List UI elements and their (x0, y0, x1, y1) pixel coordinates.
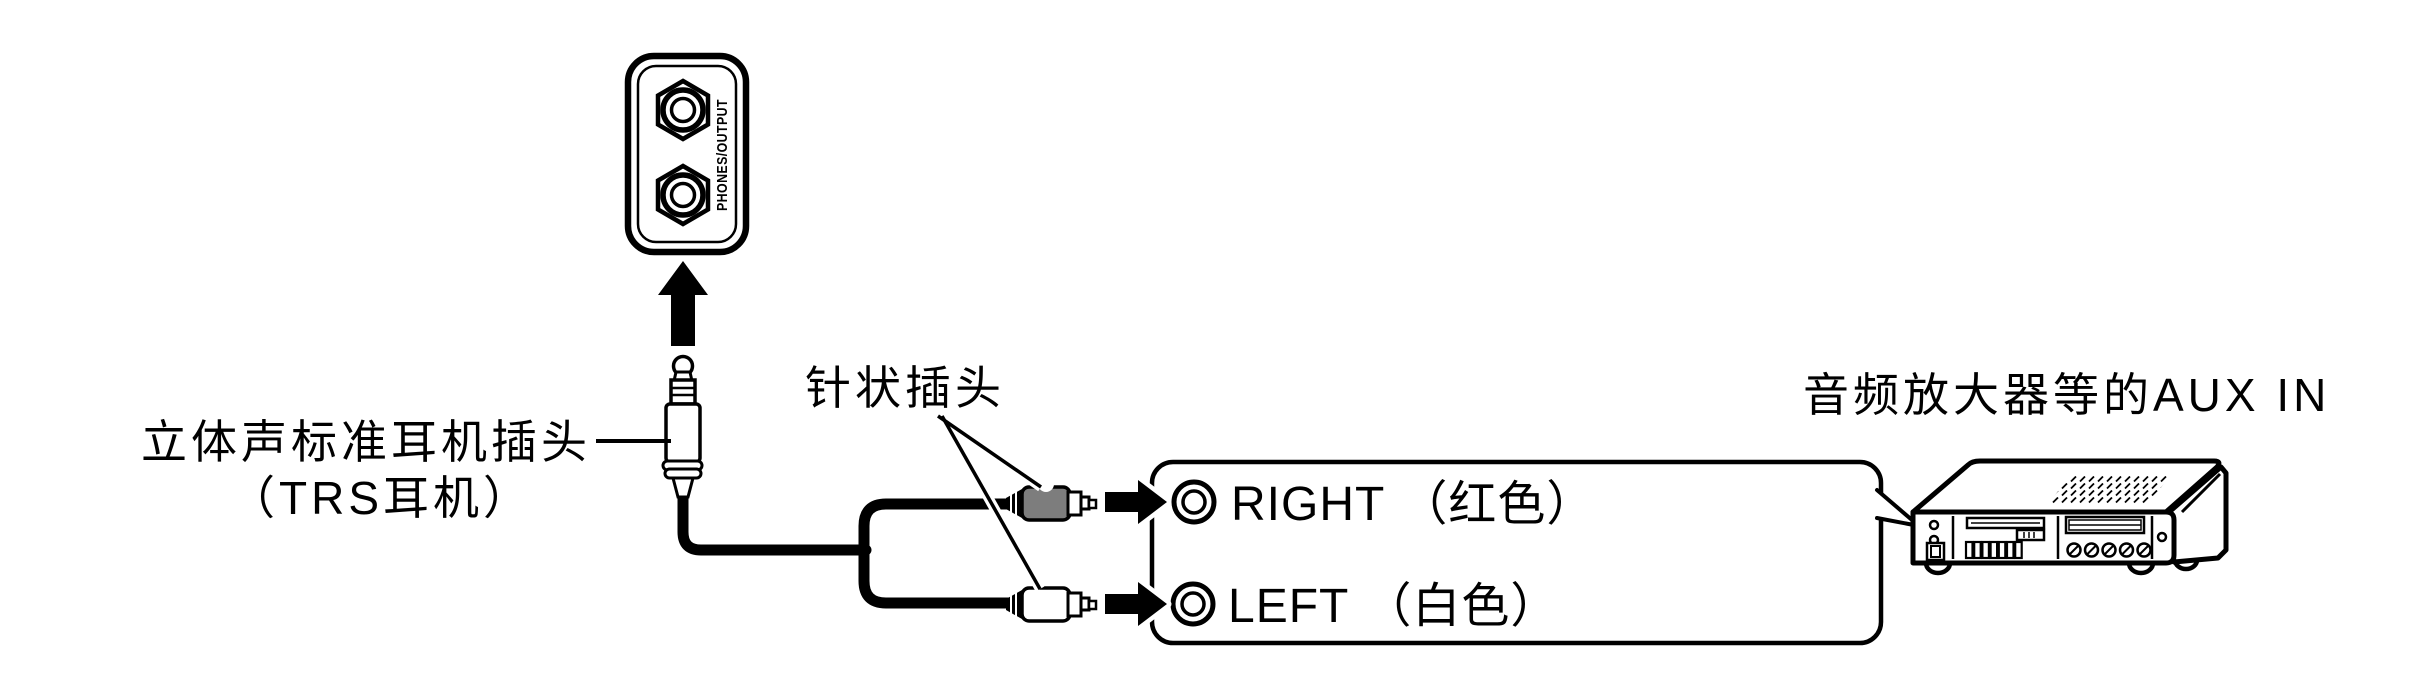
panel-inner-outline (636, 64, 738, 244)
phones-output-panel: PHONES/OUTPUT (624, 52, 750, 256)
right-jack-name: RIGHT (1231, 478, 1385, 531)
rca-plug-right (1020, 476, 1098, 522)
cable-y-split (858, 498, 1016, 609)
amp-vent-grille (2048, 476, 2170, 504)
right-arrow-icon (1105, 480, 1167, 524)
rca-right-collar (1066, 490, 1083, 517)
aux-in-callout-box: RIGHT （红色） LEFT （白色） (1149, 459, 1884, 646)
rca-left-collar (1066, 591, 1083, 618)
right-jack-label: RIGHT （红色） (1231, 478, 1595, 531)
pin-plug-pointer-lines (935, 411, 1045, 592)
left-arrow-icon (1105, 582, 1167, 626)
pin-plug-label: 针状插头 (805, 362, 1005, 414)
trs-label-line2: （TRS耳机） (229, 472, 533, 524)
right-jack-color-note: （红色） (1399, 478, 1595, 531)
labels: 立体声标准耳机插头 （TRS耳机） 针状插头 音频放大器等的AUX IN (141, 362, 2330, 524)
trs-label-line1: 立体声标准耳机插头 (141, 416, 591, 468)
left-jack-row: LEFT （白色） (1170, 580, 1559, 633)
trs-body (664, 402, 702, 464)
rca-strain-reliefs (1006, 489, 1022, 619)
audio-cable (677, 484, 1016, 609)
amp-front-controls (1925, 515, 2168, 562)
amplifier (1910, 458, 2229, 576)
left-jack-label: LEFT （白色） (1228, 580, 1559, 633)
left-jack-color-note: （白色） (1363, 580, 1559, 633)
amplifier-label: 音频放大器等的AUX IN (1803, 369, 2330, 421)
rca-plug-left (1020, 586, 1098, 623)
amp-knob-row (2066, 542, 2152, 558)
trs-shaft (669, 378, 697, 406)
amp-button-row (1964, 540, 2023, 560)
amp-slider (2015, 528, 2046, 542)
rca-left-body (1020, 586, 1072, 623)
rca-to-box-arrows (1100, 475, 1172, 631)
rca-right-highlight (1038, 476, 1054, 492)
cable-main-run (677, 484, 872, 556)
left-jack-name: LEFT (1228, 580, 1349, 633)
up-arrow-icon (658, 261, 708, 346)
phone-jack-lower-icon (655, 163, 711, 227)
right-jack-row: RIGHT （红色） (1171, 478, 1595, 531)
trs-plug (661, 354, 704, 499)
trs-bushing (671, 476, 695, 499)
phone-jack-upper-icon (655, 78, 711, 142)
callout-box-outline (1149, 459, 1884, 646)
panel-label: PHONES/OUTPUT (714, 99, 731, 211)
